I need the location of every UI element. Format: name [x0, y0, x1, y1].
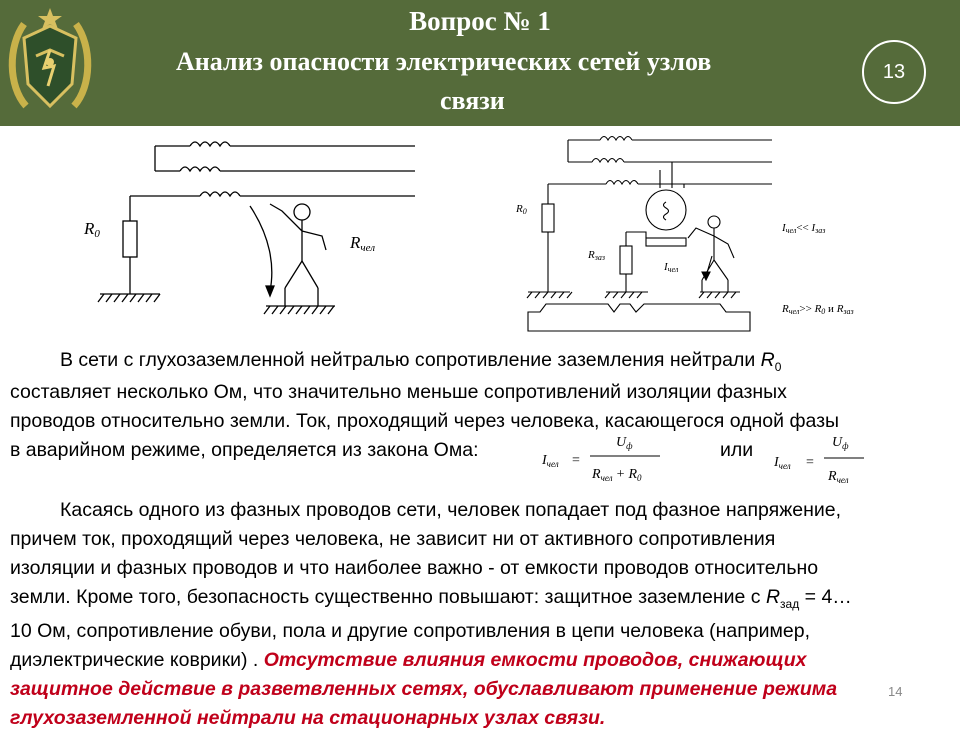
right-rzaz-label: Rзаз	[587, 249, 605, 262]
para2-line6: диэлектрические коврики) . Отсутствие вл…	[10, 649, 807, 671]
svg-text:Rчел+R0: Rчел+R0	[591, 467, 642, 483]
para1-line2: составляет несколько Ом, что значительно…	[10, 381, 787, 403]
right-r0-label: R0	[515, 203, 527, 216]
left-circuit-diagram	[97, 141, 415, 315]
svg-text:Uф: Uф	[832, 435, 849, 451]
svg-text:Uф: Uф	[616, 435, 633, 451]
svg-text:=: =	[806, 455, 814, 470]
para2-line1: Касаясь одного из фазных проводов сети, …	[60, 499, 842, 521]
svg-text:Iчел: Iчел	[541, 453, 559, 469]
para1-line1: В сети с глухозаземленной нейтралью сопр…	[60, 349, 782, 374]
title-line1: Вопрос № 1	[409, 6, 551, 36]
page-number: 14	[888, 684, 903, 699]
para2-line2: причем ток, проходящий через человека, н…	[10, 528, 776, 550]
military-emblem-icon	[8, 8, 92, 109]
title-line3: связи	[440, 86, 505, 115]
slide-number-badge: 13	[862, 40, 926, 104]
slide-header: Вопрос № 1 Анализ опасности электрически…	[0, 0, 960, 126]
right-ichel-label: Iчел	[663, 261, 679, 274]
svg-text:Rчел: Rчел	[827, 469, 849, 485]
left-rchel-label: Rчел	[349, 233, 375, 254]
para2-line3: изоляции и фазных проводов и что наиболе…	[10, 557, 819, 579]
circuit-diagrams: R0 Rчел R0 Rзаз Iчел	[83, 135, 854, 332]
para2-line8-highlight: глухозаземленной нейтрали на стационарны…	[10, 707, 606, 729]
relation-resistance: Rчел>> R0 и Rзаз	[781, 303, 854, 316]
svg-text:=: =	[572, 453, 580, 468]
right-circuit-diagram	[526, 135, 772, 332]
ohm-formula-with-r0: Iчел = Uф Rчел+R0	[541, 435, 660, 483]
para2-line7-highlight: защитное действие в разветвленных сетях,…	[10, 678, 838, 700]
title-line2: Анализ опасности электрических сетей узл…	[176, 47, 712, 76]
left-r0-label: R0	[83, 219, 100, 240]
svg-text:Iчел: Iчел	[773, 455, 791, 471]
para1-line4: в аварийном режиме, определяется из зако…	[10, 439, 479, 461]
para2-line4: земли. Кроме того, безопасность существе…	[10, 586, 852, 611]
para1-line3: проводов относительно земли. Ток, проход…	[10, 410, 840, 432]
para2-line5: 10 Ом, сопротивление обуви, пола и други…	[10, 620, 811, 642]
ohm-formula-simple: Iчел = Uф Rчел	[773, 435, 864, 485]
relation-current: Iчел<< Iзаз	[781, 222, 825, 235]
or-label: или	[720, 439, 754, 461]
